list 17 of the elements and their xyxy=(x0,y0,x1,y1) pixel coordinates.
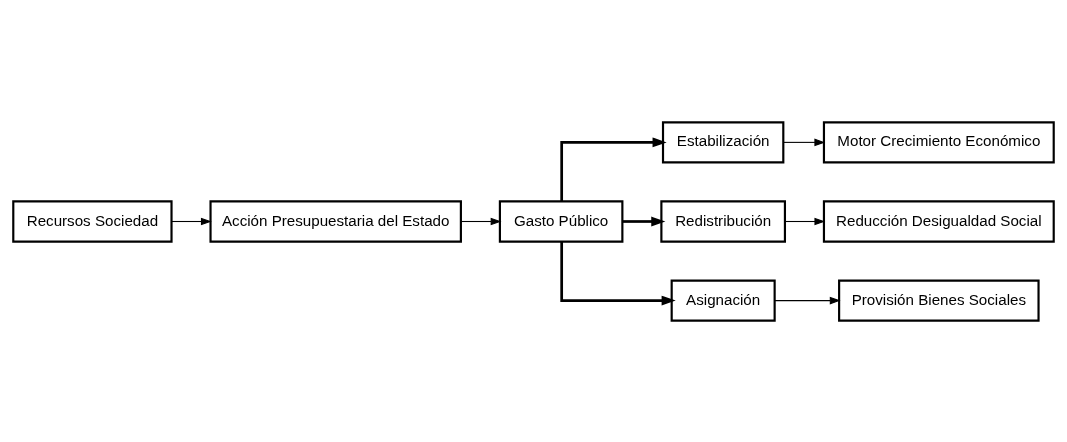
node-box: Asignación xyxy=(670,279,776,322)
node-box: Redistribución xyxy=(660,199,786,243)
arrow xyxy=(460,217,502,225)
node-box: Recursos Sociedad xyxy=(12,199,173,243)
arrow xyxy=(622,216,666,226)
node-box: Acción Presupuestaria del Estado xyxy=(209,199,462,243)
arrow xyxy=(774,296,841,304)
node-box: Reducción Desigualdad Social xyxy=(822,199,1055,243)
node-box: Provisión Bienes Sociales xyxy=(838,279,1040,322)
arrow xyxy=(560,241,676,306)
node-box: Gasto Público xyxy=(498,199,624,243)
arrow xyxy=(784,217,826,225)
arrow xyxy=(783,138,826,146)
node-box: Estabilización xyxy=(661,120,785,163)
node-box: Motor Crecimiento Económico xyxy=(822,120,1055,163)
arrow xyxy=(560,136,667,201)
arrow xyxy=(171,217,212,225)
